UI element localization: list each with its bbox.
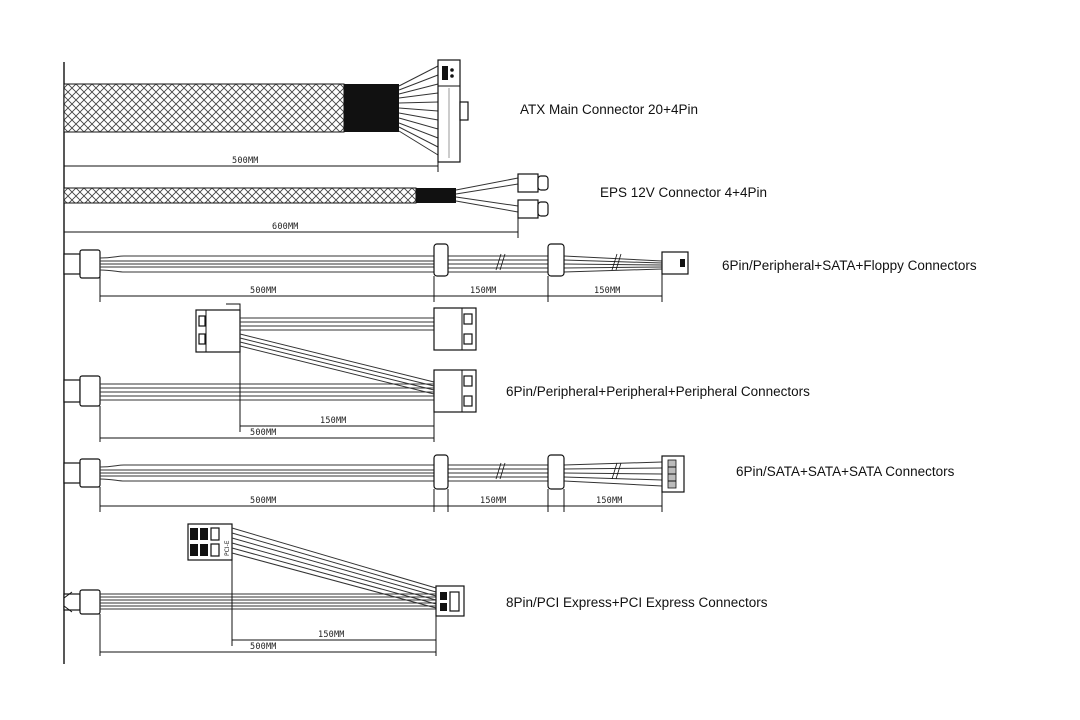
- psu-plug-6pin-1: [79, 249, 101, 279]
- dim-cable4-branch: 150MM: [320, 416, 347, 426]
- cable-pci-express: PCI-E: [63, 523, 465, 617]
- dim-cable3-seg1: 150MM: [470, 286, 497, 296]
- atx-shrink-tube: [344, 84, 399, 132]
- dim-cable5-main: 500MM: [250, 496, 277, 506]
- dim-cable4-main: 500MM: [250, 428, 277, 438]
- sata-connector-1: [547, 243, 565, 277]
- cable-peripheral-sata-floppy: [63, 243, 689, 279]
- pcie-mark: PCI-E: [224, 540, 231, 556]
- psu-plug-8pin: [79, 589, 101, 615]
- floppy-connector: [661, 251, 689, 275]
- cable-sata-x3: [63, 454, 685, 493]
- eps-cable: [63, 173, 549, 219]
- dim-atx-length: 500MM: [232, 156, 259, 166]
- dims-cable-3: 500MM 150MM 150MM: [99, 274, 663, 302]
- dim-eps-length: 600MM: [272, 222, 299, 232]
- label-cable-3: 6Pin/Peripheral+SATA+Floppy Connectors: [722, 258, 977, 273]
- label-cable-5: 6Pin/SATA+SATA+SATA Connectors: [736, 464, 955, 479]
- psu-plug-6pin-2: [79, 375, 101, 407]
- label-atx-main: ATX Main Connector 20+4Pin: [520, 102, 698, 117]
- eps-connector-b: [517, 199, 539, 219]
- sata-connector-a: [433, 454, 449, 490]
- eps-braided-sleeve: [63, 187, 417, 204]
- peripheral-connector-1: [433, 243, 449, 277]
- label-cable-4: 6Pin/Peripheral+Peripheral+Peripheral Co…: [506, 384, 810, 399]
- dim-cable6-branch: 150MM: [318, 630, 345, 640]
- eps-shrink-tube: [416, 188, 456, 203]
- eps-dimension: 600MM: [64, 216, 519, 238]
- eps-connector-a: [517, 173, 539, 193]
- atx-main-cable: [63, 59, 469, 163]
- psu-plug-6pin-3: [79, 458, 101, 488]
- dim-cable3-main: 500MM: [250, 286, 277, 296]
- dim-cable6-main: 500MM: [250, 642, 277, 652]
- dims-cable-5: 500MM 150MM 150MM: [99, 487, 663, 512]
- label-cable-6: 8Pin/PCI Express+PCI Express Connectors: [506, 595, 768, 610]
- dim-cable3-seg2: 150MM: [594, 286, 621, 296]
- label-eps: EPS 12V Connector 4+4Pin: [600, 185, 767, 200]
- sata-connector-b: [547, 454, 565, 490]
- cable-peripheral-x3: [63, 303, 477, 413]
- atx-dimension: 500MM: [64, 130, 439, 172]
- dim-cable5-seg2: 150MM: [596, 496, 623, 506]
- dims-cable-6: 150MM 500MM: [99, 560, 437, 656]
- atx-braided-sleeve: [63, 83, 345, 133]
- dims-cable-4: 150MM 500MM: [99, 352, 435, 442]
- dim-cable5-seg1: 150MM: [480, 496, 507, 506]
